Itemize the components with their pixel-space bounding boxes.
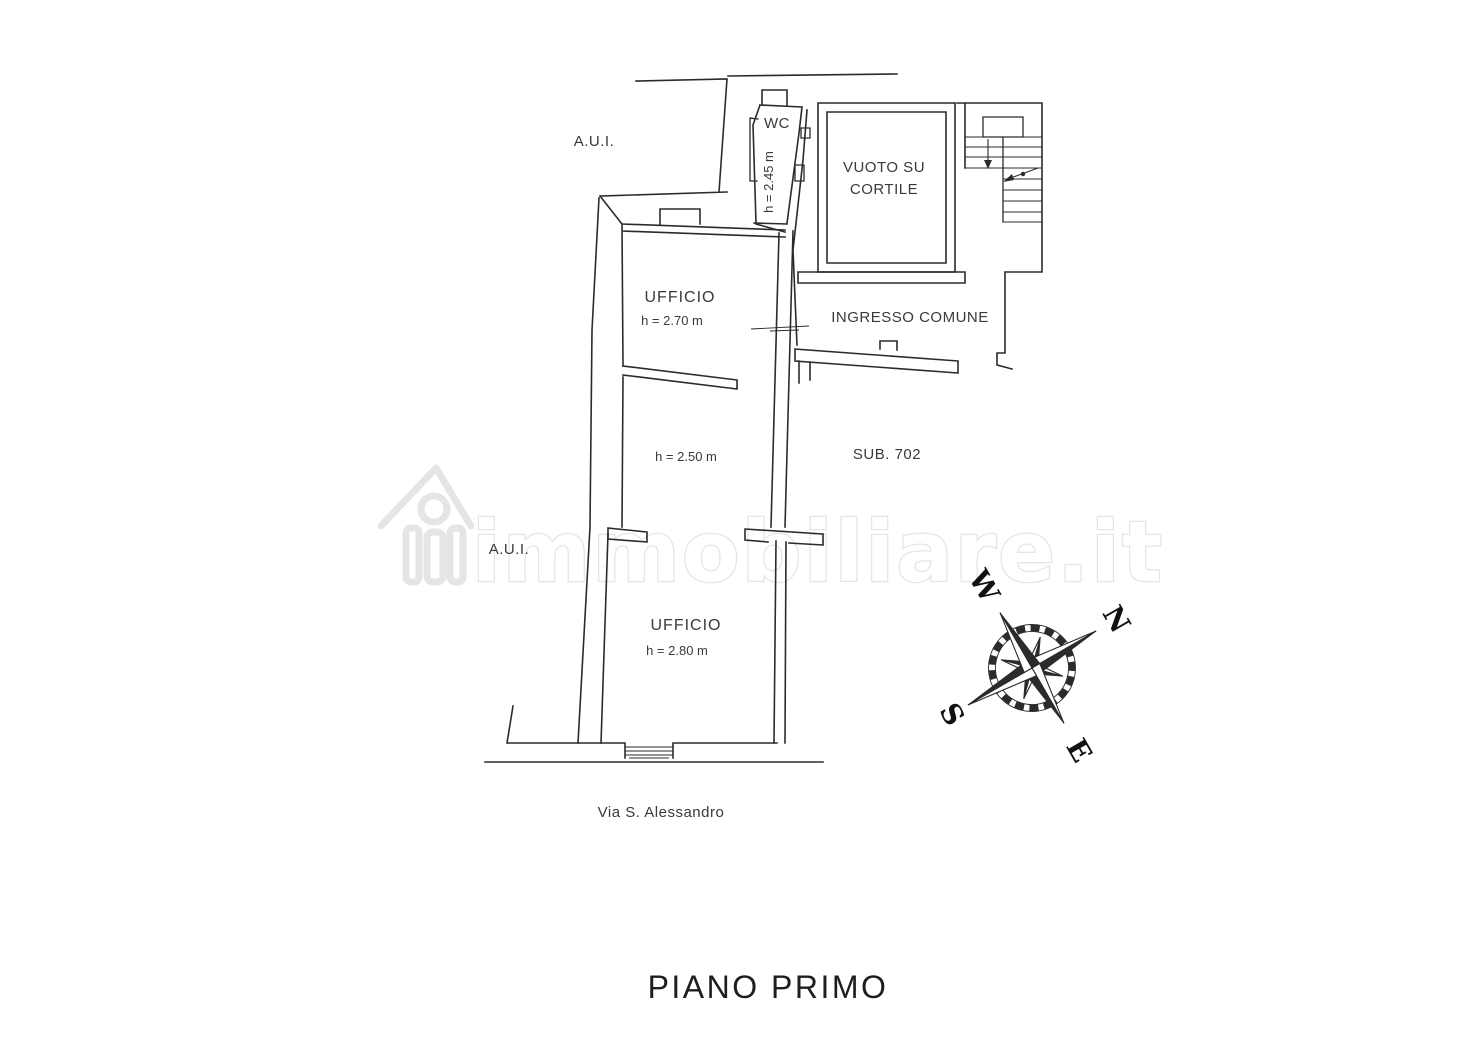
label-street: Via S. Alessandro: [598, 804, 725, 821]
label-ufficio-top: UFFICIO: [645, 289, 716, 306]
label-wc-height: h = 2.45 m: [761, 151, 776, 213]
label-ufficio-bottom: UFFICIO: [651, 617, 722, 634]
immobiliare-house-icon: [377, 464, 475, 586]
label-wc: WC: [764, 115, 790, 132]
floor-plan-labels: A.U.I. WC h = 2.45 m VUOTO SU CORTILE IN…: [489, 115, 989, 1005]
label-aui-mid: A.U.I.: [489, 541, 530, 558]
floor-title: PIANO PRIMO: [648, 969, 889, 1005]
label-aui-top: A.U.I.: [574, 133, 615, 150]
label-ufficio-bottom-height: h = 2.80 m: [646, 643, 708, 658]
floor-plan-walls: [484, 73, 1043, 763]
compass-south-label: S: [933, 697, 972, 731]
watermark-text: immobiliare.it: [472, 503, 1164, 601]
label-ufficio-top-height: h = 2.70 m: [641, 313, 703, 328]
compass-north-label: N: [1096, 600, 1137, 639]
compass-main-points: [967, 612, 1097, 724]
label-room-mid-height: h = 2.50 m: [655, 449, 717, 464]
label-ingresso-comune: INGRESSO COMUNE: [831, 309, 989, 326]
label-sub-702: SUB. 702: [853, 446, 921, 463]
label-vuoto-line2: CORTILE: [850, 181, 918, 198]
compass-east-label: E: [1059, 733, 1098, 768]
label-vuoto-line1: VUOTO SU: [843, 159, 925, 176]
